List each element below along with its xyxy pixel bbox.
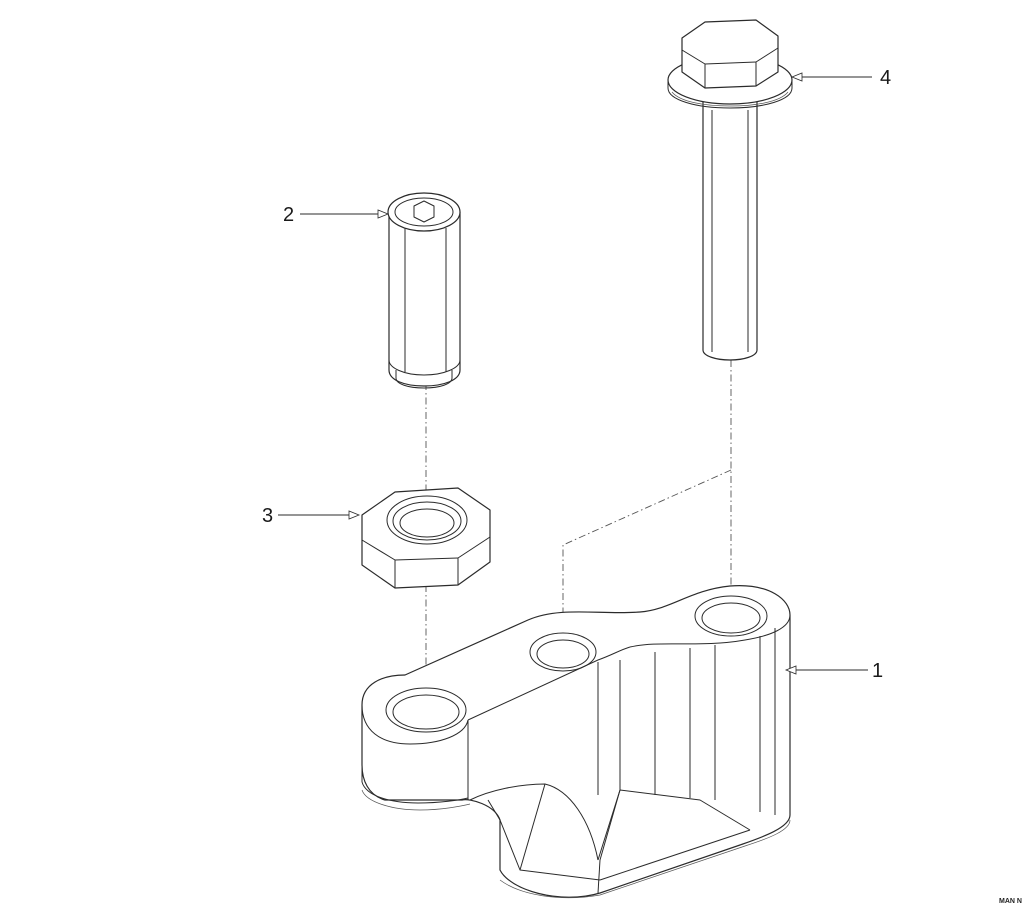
drawing-number-text: MAN N — [999, 898, 1022, 905]
part-3-hex-nut — [361, 487, 491, 589]
callout-label-3: 3 — [262, 505, 274, 527]
callout-label-1: 1 — [872, 660, 884, 682]
callout-label-4: 4 — [880, 67, 892, 89]
part-2-sleeve — [387, 192, 461, 389]
assembly-centerlines — [425, 360, 732, 700]
part-4-flange-bolt — [667, 19, 793, 361]
part-1-bracket — [361, 585, 791, 899]
callout-leaders — [278, 72, 872, 675]
callout-label-2: 2 — [283, 204, 295, 226]
